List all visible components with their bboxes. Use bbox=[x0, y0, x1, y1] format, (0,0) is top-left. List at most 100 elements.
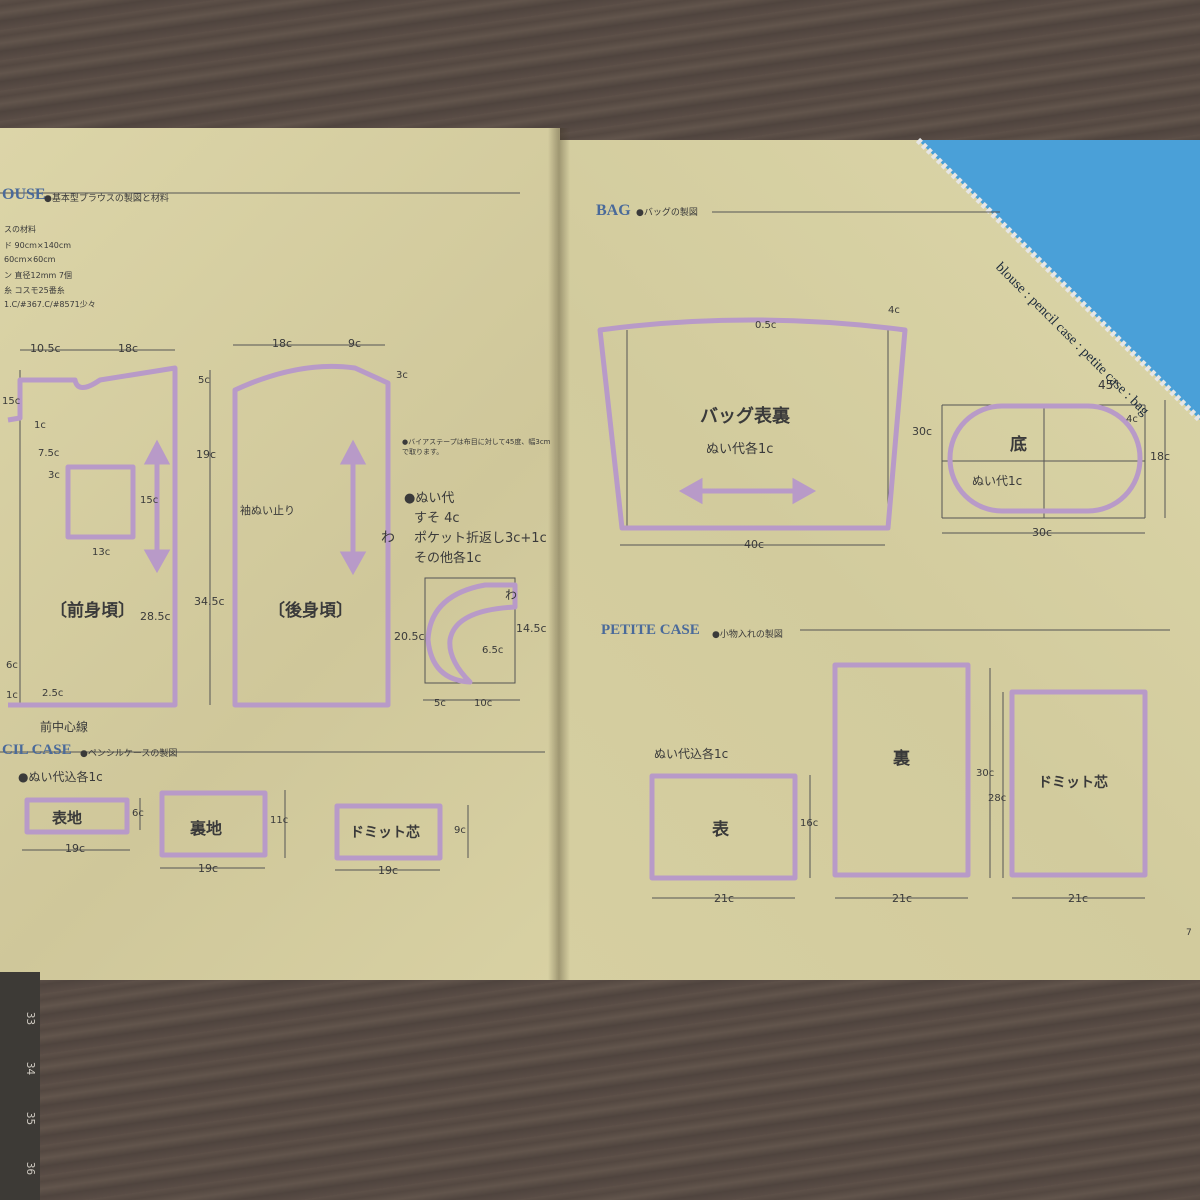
ruler-number: 35 bbox=[24, 1111, 38, 1126]
pocket-outline bbox=[65, 464, 136, 540]
dim-label: 1c bbox=[6, 690, 18, 701]
seam-note: その他各1c bbox=[414, 551, 482, 566]
dim-label: 30c bbox=[912, 425, 933, 438]
dim-label: 21c bbox=[892, 892, 913, 905]
dim-label: 19c bbox=[378, 864, 399, 877]
dim-label: 1c bbox=[34, 420, 46, 431]
seam-note: ポケット折返し3c+1c bbox=[414, 531, 547, 546]
dim-label: 6c bbox=[6, 660, 18, 671]
pencil-piece-label: 裏地 bbox=[190, 819, 223, 838]
ruler-number: 36 bbox=[24, 1161, 38, 1176]
petite-piece-label: ドミット芯 bbox=[1038, 775, 1108, 791]
dim-label: 3c bbox=[48, 470, 60, 481]
dim-label: 6c bbox=[132, 808, 144, 819]
bag-heading: BAG bbox=[596, 202, 631, 219]
dim-label: 9c bbox=[348, 337, 362, 350]
dim-label: 5c bbox=[434, 698, 446, 709]
blouse-subtitle: ●基本型ブラウスの製図と材料 bbox=[44, 194, 169, 204]
back-bodice-outline bbox=[232, 363, 391, 708]
petite-heading: PETITE CASE bbox=[601, 622, 700, 638]
dim-label: 21c bbox=[714, 892, 735, 905]
dim-label: 14.5c bbox=[516, 622, 547, 635]
material-line: 60cm×60cm bbox=[4, 255, 56, 264]
dim-label: 18c bbox=[118, 342, 139, 355]
petite-piece-label: 表 bbox=[712, 820, 729, 840]
dim-label: 18c bbox=[272, 337, 293, 350]
dim-label: 19c bbox=[65, 842, 86, 855]
pencil-piece-label: 表地 bbox=[52, 809, 83, 827]
dim-label: 18c bbox=[1150, 450, 1171, 463]
seam-note: すそ 4c bbox=[414, 511, 460, 526]
dim-label: 40c bbox=[744, 538, 765, 551]
ruler-number: 34 bbox=[24, 1061, 38, 1076]
bias-note: ●バイアステープは布目に対して45度、幅3cmで取ります。 bbox=[402, 438, 551, 456]
book-spine bbox=[548, 128, 570, 980]
bag-bottom-label: 底 bbox=[1010, 435, 1027, 455]
blouse-heading: OUSE bbox=[2, 186, 46, 203]
sleeve-stop-label: 袖ぬい止り bbox=[240, 504, 295, 517]
dim-label: 3c bbox=[396, 370, 408, 381]
pencil-batting-outline bbox=[334, 803, 443, 861]
pencil-lining-outline bbox=[159, 790, 268, 858]
dim-label: 13c bbox=[92, 547, 111, 558]
bag-seam-note: ぬい代各1c bbox=[706, 442, 774, 457]
pencil-subtitle: ●ペンシルケースの製図 bbox=[80, 749, 178, 759]
back-bodice-label: 〔後身頃〕 bbox=[268, 601, 353, 621]
dim-label: 15c bbox=[2, 396, 21, 407]
dim-label: 20.5c bbox=[394, 630, 425, 643]
dim-label: 28c bbox=[988, 793, 1007, 804]
dim-label: 15c bbox=[140, 495, 159, 506]
dim-label: 21c bbox=[1068, 892, 1089, 905]
petite-outer-outline bbox=[649, 773, 798, 881]
dim-label: 45° bbox=[1098, 378, 1120, 392]
left-page bbox=[0, 128, 560, 980]
dim-label: 4c bbox=[1126, 414, 1138, 425]
bag-body-outline bbox=[597, 317, 908, 531]
dim-label: 2.5c bbox=[42, 688, 64, 699]
measuring-ruler: 33 34 35 36 bbox=[0, 972, 40, 1200]
seam-note: ●ぬい代 bbox=[404, 491, 455, 506]
dim-label: 11c bbox=[270, 815, 289, 826]
dim-label: 7.5c bbox=[38, 448, 60, 459]
pinked-edge bbox=[915, 137, 1200, 423]
dim-label: 10c bbox=[474, 698, 493, 709]
dim-label: 0.5c bbox=[755, 320, 777, 331]
dim-label: 6.5c bbox=[482, 645, 504, 656]
fold-mark: わ bbox=[505, 588, 518, 602]
page-number: 7 bbox=[1186, 928, 1192, 938]
material-line: ン 直径12mm 7個 bbox=[4, 271, 72, 280]
pencil-heading: CIL CASE bbox=[2, 742, 72, 758]
bag-subtitle: ●バッグの製図 bbox=[636, 208, 698, 218]
pencil-piece-label: ドミット芯 bbox=[350, 825, 420, 841]
pencil-outer-outline bbox=[24, 797, 130, 835]
dim-label: 19c bbox=[196, 448, 217, 461]
material-line: 糸 コスモ25番糸 bbox=[4, 286, 65, 295]
front-bodice-outline bbox=[7, 365, 178, 708]
dim-label: 19c bbox=[198, 862, 219, 875]
petite-lining-outline bbox=[832, 662, 971, 878]
dim-label: 16c bbox=[800, 818, 819, 829]
pencil-seam-note: ●ぬい代込各1c bbox=[18, 770, 103, 784]
material-line: スの材料 bbox=[4, 225, 36, 234]
center-front-label: 前中心線 bbox=[40, 720, 89, 734]
petite-piece-label: 裏 bbox=[893, 749, 910, 769]
fold-mark: わ bbox=[381, 530, 395, 546]
dim-label: 9c bbox=[454, 825, 466, 836]
material-line: ド 90cm×140cm bbox=[4, 241, 72, 250]
dim-label: 28.5c bbox=[140, 610, 171, 623]
bag-main-label: バッグ表裏 bbox=[700, 406, 790, 427]
dim-label: 10.5c bbox=[30, 342, 61, 355]
petite-batting-outline bbox=[1009, 689, 1148, 878]
petite-seam-note: ぬい代込各1c bbox=[654, 747, 729, 761]
dim-label: 5c bbox=[198, 375, 210, 386]
ruler-number: 33 bbox=[24, 1011, 38, 1026]
material-line: 1.C/#367.C/#8571少々 bbox=[4, 300, 96, 309]
dim-label: 30c bbox=[976, 768, 995, 779]
dim-label: 4c bbox=[888, 305, 900, 316]
bag-bottom-outline bbox=[947, 403, 1143, 514]
petite-subtitle: ●小物入れの製図 bbox=[712, 630, 783, 640]
bag-bottom-seam: ぬい代1c bbox=[972, 474, 1023, 488]
dim-label: 34.5c bbox=[194, 595, 225, 608]
collar-outline bbox=[425, 582, 518, 685]
